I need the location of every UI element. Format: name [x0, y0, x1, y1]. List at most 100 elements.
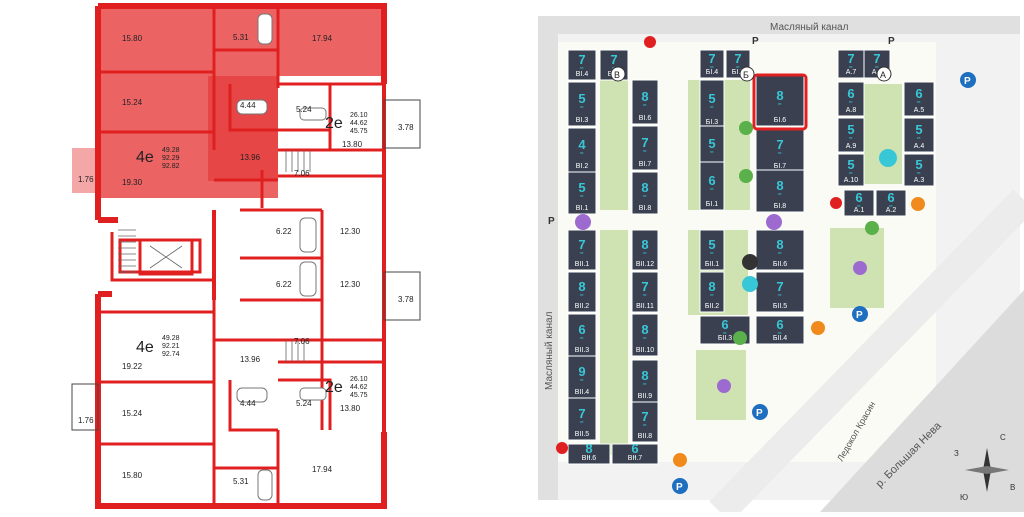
building-bii4[interactable]: 6эт.БII.4 — [755, 315, 805, 345]
building-block[interactable] — [837, 117, 865, 153]
building-block[interactable] — [567, 397, 597, 441]
building-block[interactable] — [631, 229, 659, 271]
building-block[interactable] — [837, 49, 865, 79]
building-label: БII.2 — [705, 303, 719, 310]
building-block[interactable] — [699, 229, 725, 271]
building-vii3[interactable]: 6эт.ВII.3 — [567, 313, 597, 357]
building-vi1[interactable]: 5эт.ВI.1 — [567, 171, 597, 215]
building-vii7[interactable]: 6эт.ВII.7 — [611, 441, 659, 465]
building-vi3[interactable]: 5эт.ВI.3 — [567, 81, 597, 127]
building-block[interactable] — [631, 271, 659, 313]
building-bi1[interactable]: 6эт.БI.1 — [699, 161, 725, 211]
building-a3[interactable]: 5эт.А.3 — [903, 153, 935, 187]
building-block[interactable] — [631, 313, 659, 357]
building-block[interactable] — [631, 125, 659, 171]
building-a9[interactable]: 5эт.А.9 — [837, 117, 865, 153]
apartment-badge-4e-top[interactable]: 4е 49.28 92.29 92.82 — [136, 147, 180, 170]
building-block[interactable] — [567, 313, 597, 357]
building-vi6[interactable]: 8эт.ВI.6 — [631, 79, 659, 125]
building-block[interactable] — [567, 355, 597, 399]
building-a1[interactable]: 6эт.А.1 — [843, 189, 875, 217]
building-floors: 6 — [887, 190, 894, 205]
building-label: БII.6 — [773, 261, 787, 268]
building-block[interactable] — [567, 127, 597, 173]
building-block[interactable] — [837, 81, 865, 117]
building-bi6[interactable]: 8эт.БI.6 — [755, 75, 805, 127]
building-block[interactable] — [611, 443, 659, 465]
building-block[interactable] — [567, 271, 597, 313]
room-area-label: 15.80 — [122, 34, 143, 43]
building-bi7[interactable]: 7эт.БI.7 — [755, 127, 805, 173]
building-vii12[interactable]: 8эт.ВII.12 — [631, 229, 659, 271]
building-a7[interactable]: 7эт.А.7 — [837, 49, 865, 79]
apartment-area: 45.75 — [350, 128, 368, 135]
building-block[interactable] — [699, 49, 725, 79]
building-bii5[interactable]: 7эт.БII.5 — [755, 271, 805, 313]
building-vi8[interactable]: 8эт.ВI.8 — [631, 171, 659, 215]
building-block[interactable] — [903, 153, 935, 187]
building-block[interactable] — [755, 229, 805, 271]
room-area-label: 7.06 — [294, 169, 310, 178]
building-block[interactable] — [567, 171, 597, 215]
building-bii1[interactable]: 5эт.БII.1 — [699, 229, 725, 271]
entrance-marker-a — [876, 66, 892, 82]
apartment-area: 92.74 — [162, 351, 180, 358]
building-vi7[interactable]: 7эт.ВI.7 — [631, 125, 659, 171]
floor-plan: 15.80 5.31 17.94 15.24 4.44 19.30 13.96 … — [71, 3, 421, 509]
building-block[interactable] — [755, 169, 805, 213]
room-area-label: 6.22 — [276, 227, 292, 236]
building-vii9[interactable]: 8эт.ВII.9 — [631, 359, 659, 403]
entrance-label: Б — [743, 70, 749, 80]
building-a2[interactable]: 6эт.А.2 — [875, 189, 907, 217]
building-vii10[interactable]: 8эт.ВII.10 — [631, 313, 659, 357]
building-a10[interactable]: 5эт.А.10 — [837, 153, 865, 187]
building-vi4[interactable]: 7эт.ВI.4 — [567, 49, 597, 81]
building-a4[interactable]: 5эт.А.4 — [903, 117, 935, 153]
building-block[interactable] — [631, 401, 659, 443]
building-block[interactable] — [567, 49, 597, 81]
room-area-label: 5.31 — [233, 477, 249, 486]
building-a5[interactable]: 6эт.А.5 — [903, 81, 935, 117]
building-block[interactable] — [755, 271, 805, 313]
fountain-icon — [742, 254, 758, 270]
building-bii6[interactable]: 8эт.БII.6 — [755, 229, 805, 271]
building-block[interactable] — [567, 443, 611, 465]
building-block[interactable] — [837, 153, 865, 187]
building-block[interactable] — [699, 271, 725, 313]
building-vi2[interactable]: 4эт.ВI.2 — [567, 127, 597, 173]
building-vii2[interactable]: 8эт.ВII.2 — [567, 271, 597, 313]
building-a8[interactable]: 6эт.А.8 — [837, 81, 865, 117]
apartment-highlight[interactable] — [72, 5, 383, 198]
building-bi8[interactable]: 8эт.БI.8 — [755, 169, 805, 213]
building-bi3[interactable]: 5эт.БI.3 — [699, 79, 725, 129]
building-label: ВI.7 — [639, 161, 652, 168]
building-block[interactable] — [699, 79, 725, 129]
apartment-badge-4e-bottom[interactable]: 4е 49.28 92.21 92.74 — [136, 335, 180, 358]
building-block[interactable] — [875, 189, 907, 217]
building-bi4[interactable]: 7эт.БI.4 — [699, 49, 725, 79]
apartment-badge-2e-top[interactable]: 2е 26.10 44.62 45.75 — [325, 112, 368, 135]
building-bii2[interactable]: 8эт.БII.2 — [699, 271, 725, 313]
building-block[interactable] — [631, 171, 659, 215]
building-vii5[interactable]: 7эт.ВII.5 — [567, 397, 597, 441]
building-block[interactable] — [755, 315, 805, 345]
building-block[interactable] — [843, 189, 875, 217]
apartment-badge-2e-bottom[interactable]: 2е 26.10 44.62 45.75 — [325, 376, 368, 399]
building-block[interactable] — [903, 117, 935, 153]
building-vii8[interactable]: 7эт.ВII.8 — [631, 401, 659, 443]
building-block[interactable] — [699, 161, 725, 211]
building-block[interactable] — [567, 81, 597, 127]
building-floors-unit: эт. — [633, 454, 637, 459]
building-floors-unit: эт. — [875, 64, 879, 69]
building-vii11[interactable]: 7эт.ВII.11 — [631, 271, 659, 313]
building-block[interactable] — [631, 359, 659, 403]
building-block[interactable] — [903, 81, 935, 117]
building-floors: 9 — [578, 364, 585, 379]
building-vii6[interactable]: 8эт.ВII.6 — [567, 441, 611, 465]
building-vii1[interactable]: 7эт.ВII.1 — [567, 229, 597, 271]
building-floors: 5 — [578, 180, 585, 195]
building-floors-unit: эт. — [849, 135, 853, 140]
building-vii4[interactable]: 9эт.ВII.4 — [567, 355, 597, 399]
building-block[interactable] — [567, 229, 597, 271]
building-block[interactable] — [631, 79, 659, 125]
